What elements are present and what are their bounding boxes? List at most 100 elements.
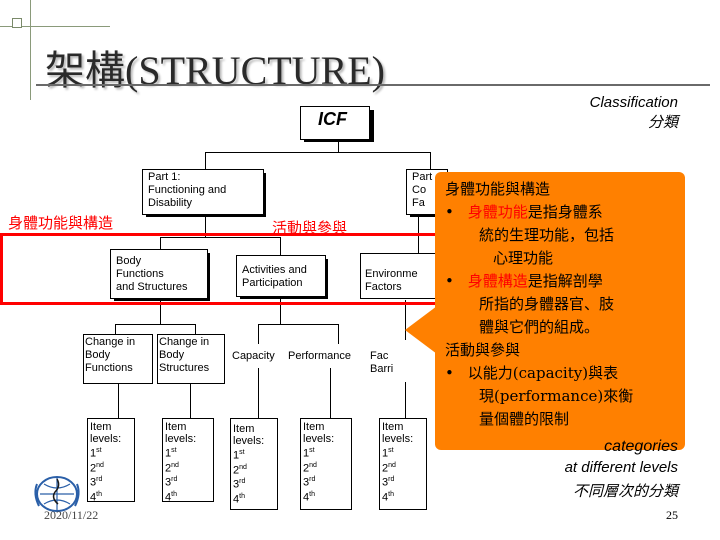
- callout-bullet-2-line2: 所指的身體器官、肢: [479, 295, 615, 313]
- item-level-suffix: nd: [239, 463, 247, 471]
- connector: [205, 152, 430, 153]
- callout-body-structure-text: 是指解剖學: [527, 272, 603, 290]
- connector: [338, 140, 339, 152]
- connector: [338, 324, 339, 344]
- item-level-num: 1: [382, 447, 389, 460]
- item-level-3: 3rd: [233, 476, 264, 491]
- body-functions-line1: Body: [116, 255, 142, 267]
- item-level-suffix: th: [309, 490, 315, 498]
- item-levels-4: Item levels: 1st 2nd 3rd 4th: [303, 421, 334, 504]
- item-level-4: 4th: [90, 489, 121, 504]
- change-functions-box: [83, 334, 153, 384]
- item-level-num: 1: [90, 447, 97, 460]
- item-level-suffix: rd: [388, 476, 395, 484]
- change-structures-line1: Change in: [159, 336, 210, 348]
- part1-line2: Functioning and: [148, 184, 227, 196]
- icf-label: ICF: [318, 109, 347, 129]
- item-level-3: 3rd: [165, 474, 196, 489]
- callout-body-function-text: 是指身體系: [527, 203, 603, 221]
- slide-date: 2020/11/22: [44, 508, 99, 522]
- item-level-suffix: nd: [309, 461, 317, 469]
- callout-text: 身體功能與構造 • 身體功能是指身體系 統的生理功能，包括 心理功能 • 身體構…: [445, 178, 685, 431]
- item-level-suffix: rd: [171, 476, 178, 484]
- item-level-num: 4: [90, 491, 97, 504]
- item-level-2: 2nd: [233, 462, 264, 477]
- item-level-1: 1st: [165, 445, 196, 460]
- title-rule: [36, 84, 710, 86]
- item-level-2: 2nd: [90, 460, 121, 475]
- callout-bullet-1-line3: 心理功能: [493, 249, 554, 267]
- item-level-num: 2: [303, 462, 310, 475]
- item-levels-3: Item levels: 1st 2nd 3rd 4th: [233, 423, 264, 506]
- item-level-num: 4: [303, 491, 310, 504]
- item-level-num: 4: [382, 491, 389, 504]
- part2-line2: Co: [412, 184, 427, 196]
- item-line1: Item: [233, 423, 255, 435]
- frame-horizontal-line: [0, 26, 110, 27]
- connector: [190, 382, 191, 418]
- item-line2: levels:: [90, 433, 122, 445]
- change-structures-label: Change in Body Structures: [159, 336, 209, 375]
- callout-heading-body: 身體功能與構造: [445, 180, 551, 198]
- item-level-4: 4th: [165, 489, 196, 504]
- change-functions-line2: Body: [85, 349, 111, 361]
- connector: [258, 324, 338, 325]
- classification-label: Classification 分類: [590, 93, 678, 133]
- callout-bullet-1-line2: 統的生理功能，包括: [479, 226, 615, 244]
- item-level-suffix: th: [171, 490, 177, 498]
- capacity-label: Capacity: [232, 350, 275, 362]
- item-line2: levels:: [382, 433, 414, 445]
- part1-line1: Part 1:: [148, 171, 181, 183]
- change-functions-line3: Functions: [85, 362, 133, 374]
- change-structures-box: [157, 334, 225, 384]
- slide-title: 架構(STRUCTURE): [45, 48, 385, 93]
- connector: [280, 237, 281, 255]
- body-functions-line2: Functions: [116, 268, 164, 280]
- environmental-label: Environme Factors: [365, 268, 418, 294]
- connector: [160, 237, 161, 249]
- callout-heading-activity: 活動與參與: [445, 341, 521, 359]
- change-structures-line2: Body: [159, 349, 185, 361]
- item-level-suffix: th: [388, 490, 394, 498]
- bullet-icon: •: [445, 364, 454, 382]
- item-line2: levels:: [165, 433, 197, 445]
- connector: [258, 324, 259, 344]
- callout-body-structure-term: 身體構造: [467, 272, 528, 290]
- item-level-num: 2: [233, 464, 240, 477]
- item-level-num: 2: [90, 462, 97, 475]
- change-functions-line1: Change in: [85, 336, 136, 348]
- item-level-3: 3rd: [382, 474, 413, 489]
- activities-line1: Activities and: [242, 264, 307, 276]
- item-line2: levels:: [233, 435, 265, 447]
- callout-bullet-3: • 以能力(capacity)與表: [445, 362, 685, 385]
- item-level-num: 2: [382, 462, 389, 475]
- item-levels-box-1: [87, 418, 135, 502]
- item-level-num: 3: [90, 476, 97, 489]
- item-levels-1: Item levels: 1st 2nd 3rd 4th: [90, 421, 121, 504]
- levels-label: at different levels: [564, 459, 678, 476]
- icf-box: [300, 106, 370, 140]
- item-levels-box-3: [230, 418, 278, 510]
- item-levels-box-5: [379, 418, 427, 510]
- item-line1: Item: [382, 421, 404, 433]
- callout-bullet-1: • 身體功能是指身體系: [445, 201, 685, 224]
- item-line1: Item: [165, 421, 187, 433]
- item-line1: Item: [90, 421, 112, 433]
- performance-label: Performance: [288, 350, 351, 362]
- item-level-num: 3: [382, 476, 389, 489]
- body-functions-label: Body Functions and Structures: [116, 255, 188, 294]
- activities-line2: Participation: [242, 277, 303, 289]
- callout-bullet-3-line3: 量個體的限制: [479, 410, 570, 428]
- item-level-3: 3rd: [303, 474, 334, 489]
- item-level-suffix: rd: [309, 476, 316, 484]
- callout-bullet-3-line2: 現(performance)來衡: [479, 387, 634, 405]
- item-level-1: 1st: [90, 445, 121, 460]
- item-level-1: 1st: [233, 447, 264, 462]
- item-level-num: 3: [233, 478, 240, 491]
- environmental-box: [360, 253, 441, 299]
- connector: [405, 382, 406, 418]
- highlight-frame: [0, 233, 451, 305]
- item-level-num: 4: [233, 493, 240, 506]
- item-level-suffix: nd: [388, 461, 396, 469]
- item-level-num: 4: [165, 491, 172, 504]
